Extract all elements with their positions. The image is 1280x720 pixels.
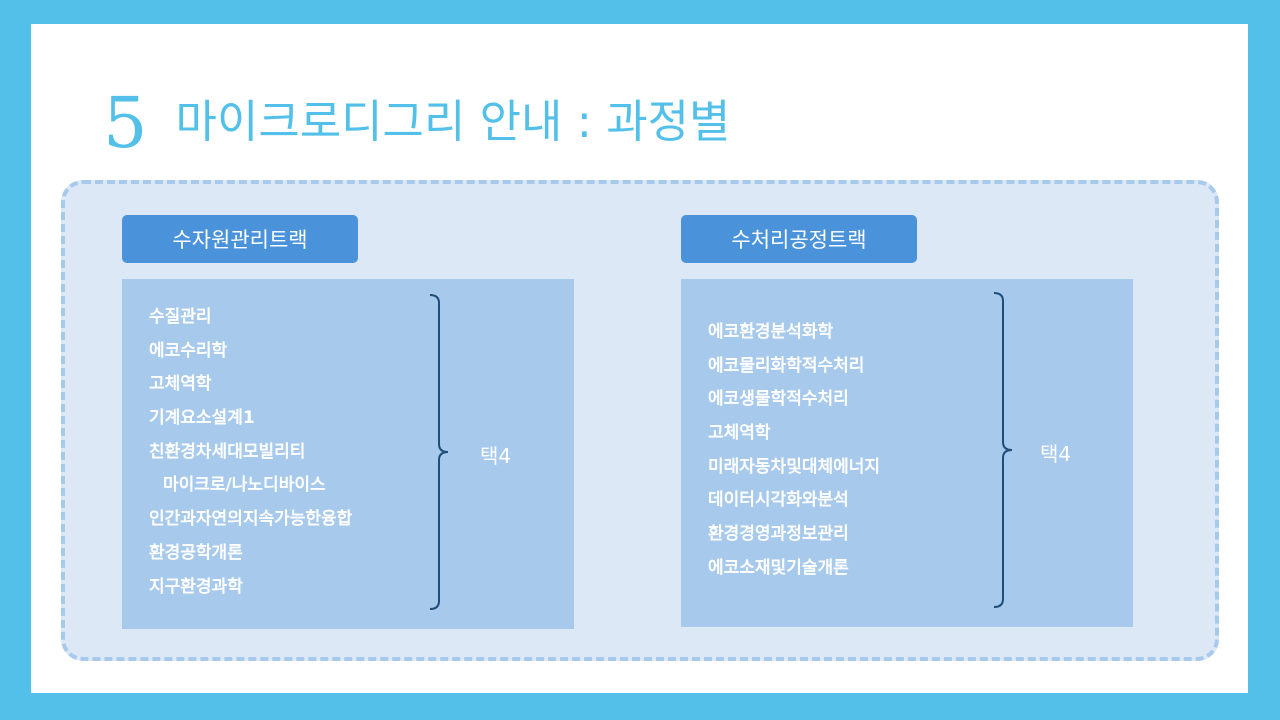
list-item: 미래자동차및대체에너지 [708,456,881,477]
list-item: 인간과자연의지속가능한융합 [149,509,353,530]
list-item: 에코생물학적수처리 [708,389,849,410]
slide: 5 마이크로디그리 안내 : 과정별 수자원관리트랙 수질관리 에코수리학 고체… [31,24,1248,693]
list-item: 환경경영과정보관리 [708,524,849,545]
list-item: 고체역학 [708,423,771,444]
list-item: 에코물리화학적수처리 [708,355,865,376]
list-item: 에코환경분석화학 [708,322,834,342]
list-item: 에코수리학 [149,340,228,361]
selection-note: 택4 [1040,442,1072,466]
right-brace-icon [993,292,1013,608]
tracks-panel: 수자원관리트랙 수질관리 에코수리학 고체역학 기계요소설계1 친환경차세대모빌… [61,180,1219,661]
list-item: 수질관리 [149,307,212,327]
list-item: 마이크로/나노디바이스 [163,475,326,496]
list-item: 지구환경과학 [149,576,243,597]
course-list: 수질관리 에코수리학 고체역학 기계요소설계1 친환경차세대모빌리티 마이크로/… [149,301,352,604]
list-item: 데이터시각화와분석 [708,490,849,511]
list-item: 친환경차세대모빌리티 [149,441,306,462]
list-item: 환경공학개론 [149,542,243,563]
track-label-water-resources: 수자원관리트랙 [122,215,358,263]
course-list: 에코환경분석화학 에코물리화학적수처리 에코생물학적수처리 고체역학 미래자동차… [708,316,880,586]
list-item: 고체역학 [149,374,212,395]
page-title: 마이크로디그리 안내 : 과정별 [175,95,731,148]
right-brace-icon [429,294,449,610]
course-box-water-resources: 수질관리 에코수리학 고체역학 기계요소설계1 친환경차세대모빌리티 마이크로/… [122,279,574,629]
course-box-water-treatment: 에코환경분석화학 에코물리화학적수처리 에코생물학적수처리 고체역학 미래자동차… [681,279,1133,627]
selection-note: 택4 [480,444,512,468]
page-heading: 5 마이크로디그리 안내 : 과정별 [103,68,730,158]
track-label-water-treatment: 수처리공정트랙 [681,215,917,263]
section-number: 5 [103,82,148,164]
list-item: 에코소재및기술개론 [708,557,849,578]
list-item: 기계요소설계1 [149,408,255,429]
